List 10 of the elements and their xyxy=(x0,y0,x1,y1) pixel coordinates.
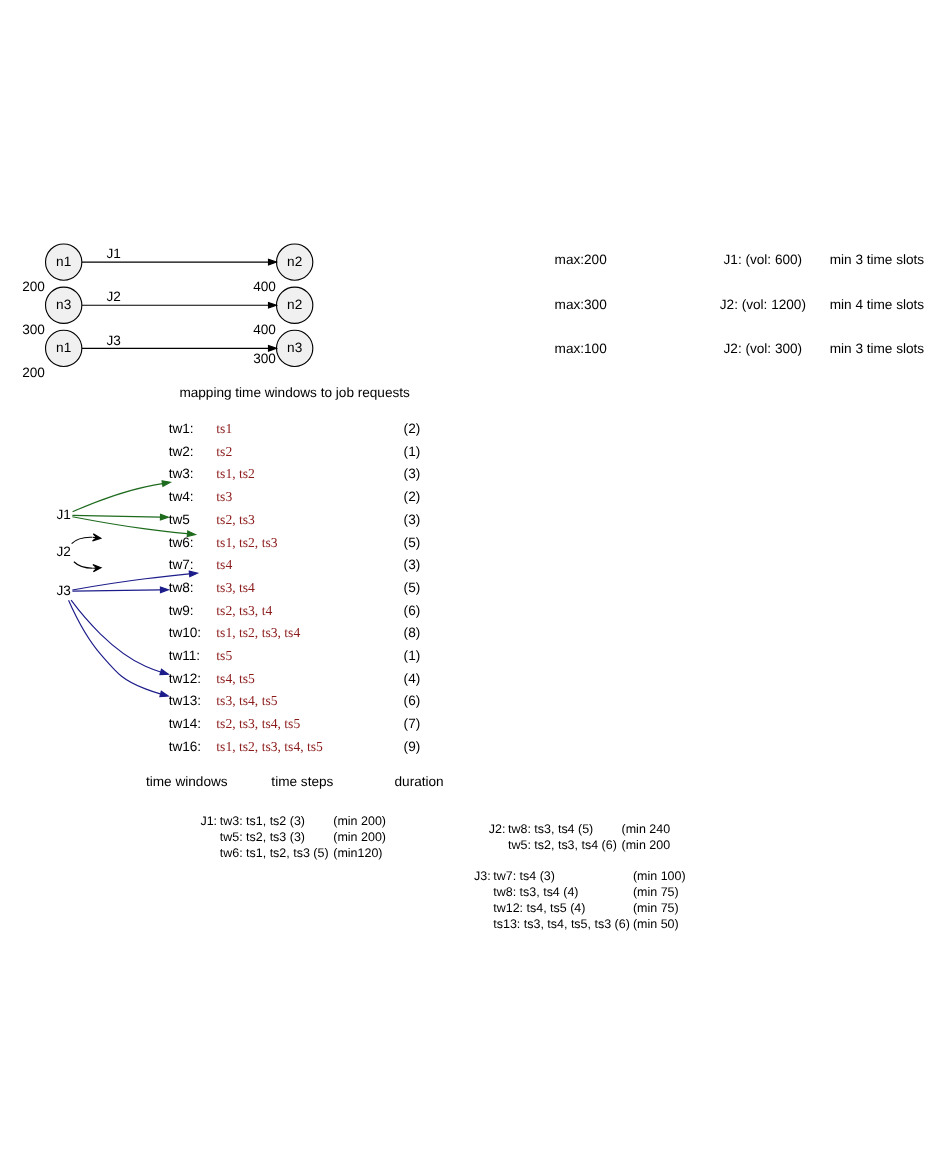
arrow xyxy=(81,343,279,351)
arrow xyxy=(67,598,170,697)
arrow xyxy=(71,585,171,593)
arrow xyxy=(70,598,170,675)
arrow xyxy=(81,300,279,308)
arrow xyxy=(72,479,173,512)
arrow xyxy=(81,257,279,265)
arrow xyxy=(71,569,200,590)
arrow xyxy=(71,512,171,520)
arrow xyxy=(71,515,198,537)
